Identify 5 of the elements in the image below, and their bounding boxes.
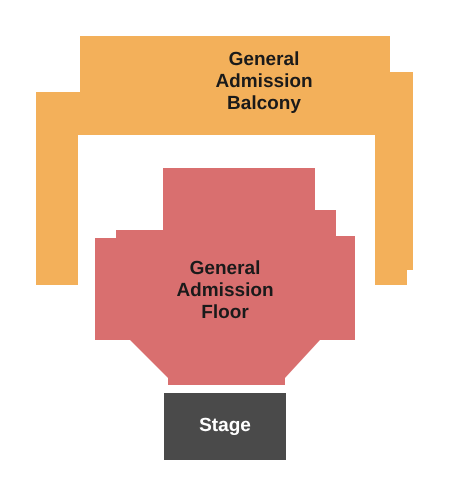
- section-label: General Admission Balcony: [214, 49, 314, 115]
- section-label: General Admission Floor: [175, 258, 275, 324]
- section-label: Stage: [198, 415, 252, 437]
- floor-section: [95, 168, 355, 385]
- stage: [164, 393, 286, 460]
